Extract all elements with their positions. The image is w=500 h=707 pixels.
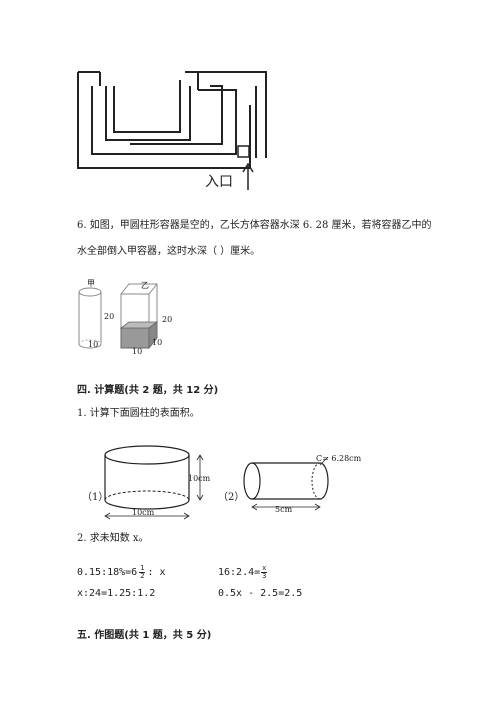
cylinder-1-diameter: 10cm: [132, 508, 155, 517]
fraction-numerator: 1: [139, 564, 146, 573]
equation-1-right: : x: [147, 567, 166, 578]
equation-1: 0.15:18%=6 1 2 : x: [77, 565, 166, 580]
section4-q2: 2. 求未知数 x。: [77, 533, 149, 544]
fig-yi-height: 20: [162, 315, 173, 324]
container-figure: [78, 283, 159, 350]
fig-yi-depth: 10: [152, 338, 163, 347]
fraction-denominator: 2: [140, 572, 145, 580]
cylinder-1-label: （1）: [82, 492, 109, 503]
equation-3: x:24=1.25:1.2: [77, 588, 156, 599]
maze-entrance-box: [237, 145, 250, 158]
fig-jia-diameter: 10: [88, 340, 99, 349]
section5-title: 五. 作图题(共 1 题，共 5 分): [77, 630, 212, 641]
equation-1-fraction: 1 2: [139, 564, 146, 580]
cylinder-2-circumference: C= 6.28cm: [316, 454, 362, 463]
cylinder-1-height: 10cm: [188, 474, 211, 483]
equation-1-left: 0.15:18%=6: [77, 567, 138, 578]
maze-entrance-label: 入口: [205, 174, 233, 190]
fig-jia-height: 20: [104, 312, 115, 321]
q6-line1: 6. 如图，甲圆柱形容器是空的，乙长方体容器水深 6. 28 厘米，若将容器乙中…: [77, 220, 432, 231]
fig-yi-width: 10: [132, 347, 143, 356]
fraction-numerator: x: [261, 564, 268, 573]
cylinder-figure-1: [104, 445, 204, 520]
fig-jia-label: 甲: [87, 279, 95, 288]
section4-title: 四. 计算题(共 2 题，共 12 分): [77, 385, 219, 396]
maze-figure: [77, 71, 267, 190]
section4-q1: 1. 计算下面圆柱的表面积。: [77, 408, 200, 419]
fig-yi-label: 乙: [141, 281, 149, 290]
cylinder-2-length: 5cm: [275, 505, 293, 514]
equation-2: 16:2.4= x 3: [218, 564, 268, 580]
cylinder-figure-2: [243, 456, 329, 511]
equation-4: 0.5x - 2.5=2.5: [218, 588, 303, 599]
fraction-denominator: 3: [262, 572, 267, 580]
q6-line2: 水全部倒入甲容器，这时水深（ ）厘米。: [77, 246, 261, 257]
equation-2-fraction: x 3: [261, 564, 268, 580]
cylinder-2-label: （2）: [218, 492, 245, 503]
equation-2-left: 16:2.4=: [218, 567, 261, 578]
